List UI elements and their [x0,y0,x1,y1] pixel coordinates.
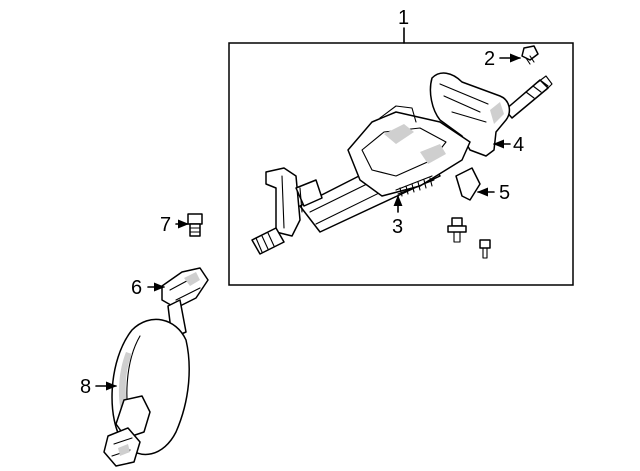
callout-5: 5 [499,182,510,204]
callout-2: 2 [484,48,495,70]
callout-6: 6 [131,277,142,299]
bolt-inside-2 [479,239,491,259]
bolt-part-2 [521,45,539,65]
callout-1: 1 [398,7,409,29]
bolt-part-7 [187,213,203,237]
callout-4: 4 [513,134,524,156]
assembly-box [228,42,574,286]
callout-7: 7 [160,214,171,236]
bolt-inside-1 [447,217,467,243]
steering-column-assembly [251,72,553,255]
callout-8: 8 [80,376,91,398]
callout-3: 3 [392,216,403,238]
intermediate-shaft-assembly [103,267,209,467]
